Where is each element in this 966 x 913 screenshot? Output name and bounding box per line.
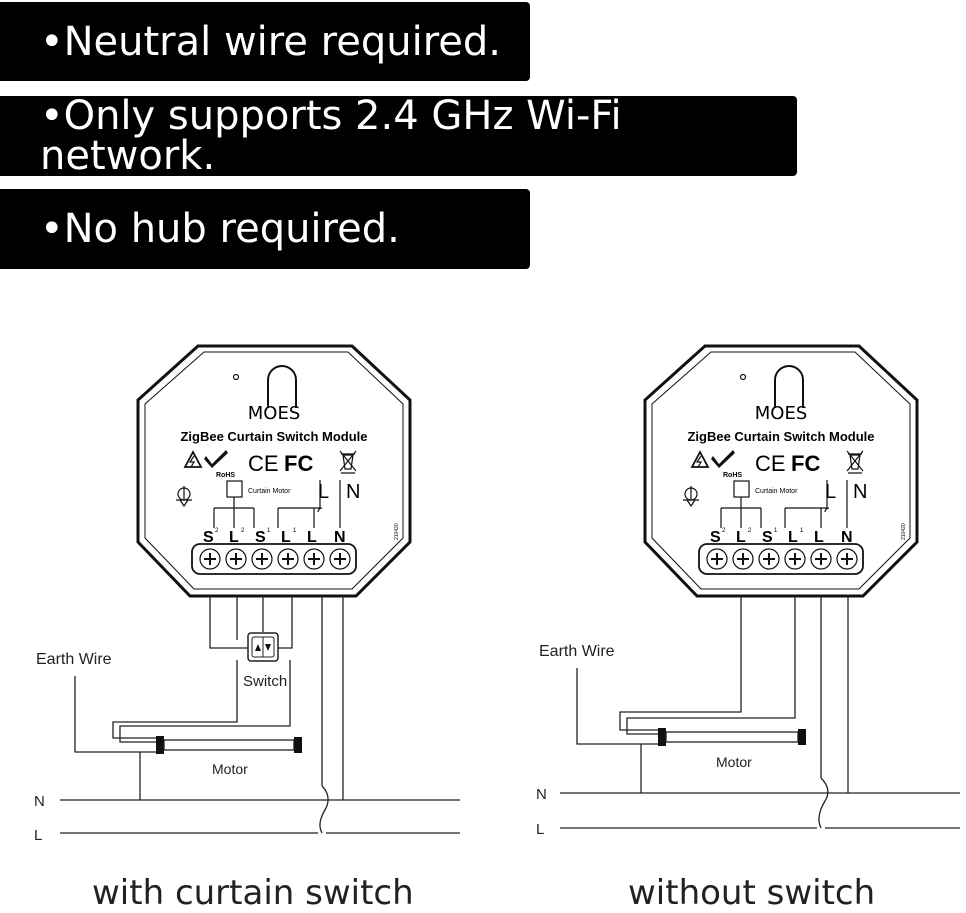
rohs-mark: RoHS: [723, 472, 742, 479]
terminal-label: S: [255, 529, 266, 546]
motor-left: [156, 736, 302, 754]
switch-label: Switch: [243, 673, 287, 690]
banner-neutral-wire: •Neutral wire required.: [0, 2, 530, 81]
l-marking: L: [318, 481, 329, 503]
live-line-label: L: [536, 821, 544, 838]
terminal-labels: S L S L L N 2 2 1 1: [203, 528, 346, 546]
motor-right: [658, 728, 806, 746]
down-arrow-icon: [265, 644, 271, 651]
terminal-label: L: [307, 529, 317, 546]
module-title: ZigBee Curtain Switch Module: [687, 429, 874, 444]
wiring-left: [60, 596, 460, 834]
module-right: MOES ZigBee Curtain Switch Module RoHS C…: [643, 344, 919, 598]
svg-text:1: 1: [800, 528, 804, 534]
ce-mark: CE: [755, 451, 786, 476]
n-marking: N: [853, 481, 867, 503]
svg-text:2: 2: [241, 528, 245, 534]
live-line-label: L: [34, 827, 42, 844]
module-code: 210420: [901, 523, 907, 540]
motor-label: Motor: [716, 754, 752, 770]
svg-text:1: 1: [293, 528, 297, 534]
brand-logo: MOES: [248, 403, 301, 424]
banner-text: •Neutral wire required.: [40, 18, 501, 65]
fcc-mark: FC: [284, 451, 313, 476]
up-arrow-icon: [255, 644, 261, 651]
ce-mark: CE: [248, 451, 279, 476]
terminal-label: L: [736, 529, 746, 546]
banner-no-hub: •No hub required.: [0, 189, 530, 269]
earth-wire-label: Earth Wire: [36, 651, 112, 668]
svg-text:2: 2: [722, 528, 726, 534]
terminal-label: N: [334, 529, 346, 546]
svg-text:2: 2: [215, 528, 219, 534]
neutral-line-label: N: [536, 786, 547, 803]
weee-bin-icon: [846, 450, 864, 474]
svg-text:1: 1: [774, 528, 778, 534]
motor-label: Motor: [212, 761, 248, 777]
terminal-label: L: [229, 529, 239, 546]
weee-bin-icon: [339, 450, 357, 474]
earth-wire-label: Earth Wire: [539, 643, 615, 660]
terminal-label: L: [814, 529, 824, 546]
terminal-label: S: [762, 529, 773, 546]
svg-text:2: 2: [748, 528, 752, 534]
wiring-right: [560, 596, 960, 829]
module-code: 210420: [394, 523, 400, 540]
curtain-motor-label: Curtain Motor: [248, 488, 291, 495]
fcc-mark: FC: [791, 451, 820, 476]
curtain-motor-label: Curtain Motor: [755, 488, 798, 495]
terminal-labels: S L S L L N 2 2 1 1: [710, 528, 853, 546]
module-title: ZigBee Curtain Switch Module: [180, 429, 367, 444]
banner-wifi: •Only supports 2.4 GHz Wi-Fi network.: [0, 96, 797, 176]
terminal-label: S: [710, 529, 721, 546]
module-left: MOES ZigBee Curtain Switch Module RoHS C…: [136, 344, 412, 598]
svg-text:1: 1: [267, 528, 271, 534]
caption-with-switch: with curtain switch: [92, 873, 414, 913]
rohs-mark: RoHS: [216, 472, 235, 479]
n-marking: N: [346, 481, 360, 503]
banner-text: •Only supports 2.4 GHz Wi-Fi network.: [40, 93, 622, 179]
l-marking: L: [825, 481, 836, 503]
terminal-label: S: [203, 529, 214, 546]
brand-logo: MOES: [755, 403, 808, 424]
terminal-label: L: [788, 529, 798, 546]
terminal-label: L: [281, 529, 291, 546]
terminal-label: N: [841, 529, 853, 546]
banner-text: •No hub required.: [40, 206, 400, 252]
caption-without-switch: without switch: [628, 873, 876, 913]
neutral-line-label: N: [34, 793, 45, 810]
